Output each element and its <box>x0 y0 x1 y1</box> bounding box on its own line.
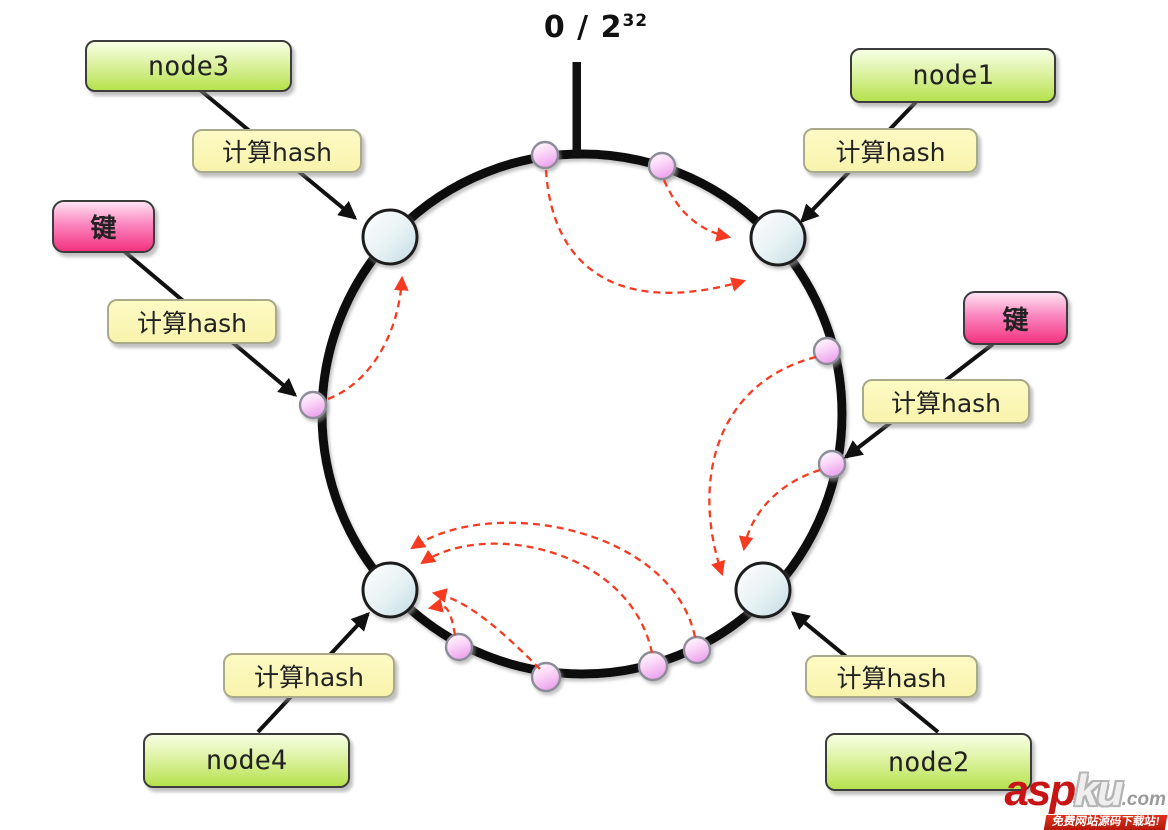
key-dot <box>530 140 560 170</box>
assignment-arc-to-node1 <box>544 169 747 294</box>
node1-label: node1 <box>850 48 1056 103</box>
ring-start-label-exponent: 32 <box>622 11 649 31</box>
hash-label-key-left: 计算hash <box>107 299 277 344</box>
assignment-arc-to-node4 <box>420 542 654 654</box>
assignment-arc-to-node2 <box>708 355 817 577</box>
hash-label-key-right: 计算hash <box>862 379 1030 424</box>
watermark-brand: asp ku .com <box>1004 765 1166 815</box>
key-dot <box>817 449 847 479</box>
node1-circle <box>749 209 807 267</box>
node2-circle <box>734 561 792 619</box>
assignment-arc-to-node4 <box>431 588 541 670</box>
watermark-brand-gray: ku <box>1074 765 1123 815</box>
node4-circle <box>361 561 419 619</box>
hash-label-node2: 计算hash <box>805 655 978 698</box>
key-dot <box>682 635 712 665</box>
watermark-brand-red: asp <box>1004 765 1076 815</box>
assignment-arc-to-node3 <box>327 275 409 401</box>
hash-label-node1: 计算hash <box>803 128 978 173</box>
key-dot <box>444 632 474 662</box>
key-dot <box>298 390 328 420</box>
node4-label: node4 <box>143 733 350 788</box>
key-dot <box>812 336 842 366</box>
ring-start-label-base: 0 / 2 <box>543 10 623 45</box>
watermark: asp ku .com 免费网站源码下载站! <box>1004 765 1168 830</box>
assignment-arc-to-node2 <box>738 468 821 552</box>
node2-label: node2 <box>825 733 1032 791</box>
hash-label-node3: 计算hash <box>192 129 362 173</box>
key-dot <box>637 650 669 682</box>
key-label-left: 键 <box>52 200 155 253</box>
node3-circle <box>361 208 419 266</box>
assignment-arc-to-node4 <box>427 598 457 636</box>
assignment-arc-to-node4 <box>410 521 697 638</box>
watermark-tagline: 免费网站源码下载站! <box>1043 814 1168 830</box>
hash-label-node4: 计算hash <box>223 653 395 698</box>
key-dot <box>647 151 677 181</box>
key-dot <box>530 661 562 693</box>
node3-label: node3 <box>85 40 292 92</box>
key-label-right: 键 <box>963 291 1068 345</box>
ring-start-tick <box>572 62 581 156</box>
ring-start-label: 0 / 232 <box>536 10 656 45</box>
watermark-tld: .com <box>1121 788 1166 810</box>
